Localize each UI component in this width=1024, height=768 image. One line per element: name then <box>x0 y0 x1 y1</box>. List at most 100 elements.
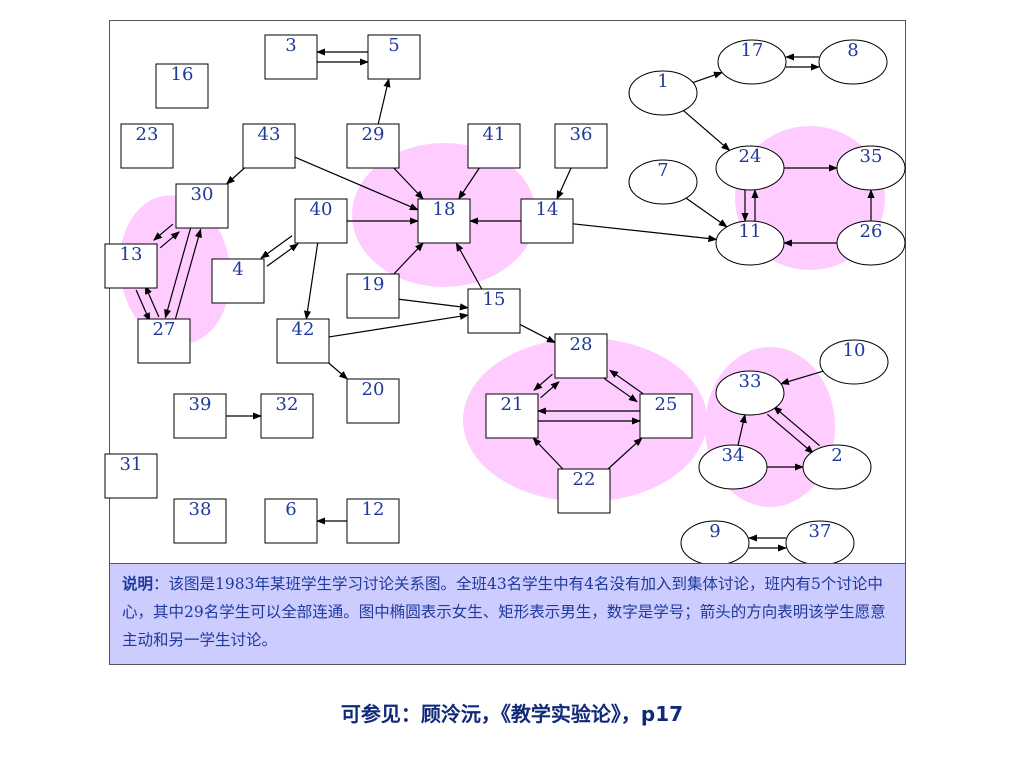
male-student-node-36: 36 <box>554 123 608 169</box>
edge-19-to-18 <box>393 242 424 275</box>
rect-shape <box>104 453 158 499</box>
rect-shape <box>417 198 471 244</box>
rect-shape <box>276 318 330 364</box>
female-student-node-24: 24 <box>715 145 785 191</box>
ellipse-shape <box>819 339 889 385</box>
rect-shape <box>346 273 400 319</box>
edge-19-to-15 <box>398 298 469 311</box>
female-student-node-9: 9 <box>680 520 750 566</box>
rect-shape <box>346 378 400 424</box>
rect-shape <box>554 333 608 379</box>
ellipse-shape <box>698 444 768 490</box>
student-number-label: 1 <box>657 71 668 92</box>
rect-shape <box>467 288 521 334</box>
student-number-label: 5 <box>388 35 399 56</box>
student-number-label: 37 <box>809 521 832 542</box>
rect-shape <box>260 393 314 439</box>
female-student-node-7: 7 <box>628 159 698 205</box>
edge-28-to-21 <box>533 373 553 391</box>
male-student-node-21: 21 <box>485 393 539 439</box>
rect-shape <box>264 498 318 544</box>
rect-shape <box>346 123 400 169</box>
student-number-label: 42 <box>292 319 315 340</box>
rect-shape <box>104 243 158 289</box>
student-number-label: 36 <box>570 124 593 145</box>
female-student-node-11: 11 <box>715 220 785 266</box>
male-student-node-28: 28 <box>554 333 608 379</box>
edge-36-to-14 <box>556 167 572 200</box>
rect-shape <box>264 34 318 80</box>
edge-25-to-28 <box>609 369 644 395</box>
female-student-node-35: 35 <box>836 145 906 191</box>
discussion-center-highlight <box>119 195 231 345</box>
male-student-node-20: 20 <box>346 378 400 424</box>
ellipse-shape <box>715 145 785 191</box>
student-number-label: 20 <box>362 379 385 400</box>
student-number-label: 39 <box>189 394 212 415</box>
female-student-node-34: 34 <box>698 444 768 490</box>
edge-22-to-21 <box>532 437 564 470</box>
ellipse-shape <box>715 370 785 416</box>
male-student-node-13: 13 <box>104 243 158 289</box>
student-number-label: 31 <box>120 454 143 475</box>
student-number-label: 12 <box>362 499 385 520</box>
edge-28-to-25 <box>603 377 638 403</box>
student-number-label: 25 <box>655 394 678 415</box>
ellipse-shape <box>717 39 787 85</box>
ellipse-shape <box>836 145 906 191</box>
rect-shape <box>367 34 421 80</box>
rect-shape <box>120 123 174 169</box>
male-student-node-25: 25 <box>639 393 693 439</box>
male-student-node-29: 29 <box>346 123 400 169</box>
male-student-node-16: 16 <box>155 63 209 109</box>
ellipse-shape <box>802 444 872 490</box>
edge-27-to-13 <box>144 285 160 318</box>
male-student-node-12: 12 <box>346 498 400 544</box>
male-student-node-18: 18 <box>417 198 471 244</box>
male-student-node-39: 39 <box>173 393 227 439</box>
rect-shape <box>467 123 521 169</box>
student-number-label: 26 <box>860 221 883 242</box>
edge-27-to-30 <box>174 228 202 321</box>
student-number-label: 33 <box>739 371 762 392</box>
ellipse-shape <box>628 70 698 116</box>
female-student-node-2: 2 <box>802 444 872 490</box>
edge-40-to-42 <box>303 242 319 320</box>
edge-30-to-13 <box>153 223 174 241</box>
female-student-node-33: 33 <box>715 370 785 416</box>
student-number-label: 35 <box>860 146 883 167</box>
rect-shape <box>294 198 348 244</box>
rect-shape <box>175 183 229 229</box>
student-number-label: 32 <box>276 394 299 415</box>
edge-42-to-15 <box>328 312 469 338</box>
edges <box>135 48 875 552</box>
edge-43-to-30 <box>225 167 245 185</box>
student-number-label: 43 <box>258 124 281 145</box>
student-number-label: 15 <box>483 289 506 310</box>
rect-shape <box>520 198 574 244</box>
female-student-node-8: 8 <box>818 39 888 85</box>
edge-34-to-33 <box>737 413 747 446</box>
rect-shape <box>211 258 265 304</box>
male-student-node-14: 14 <box>520 198 574 244</box>
student-number-label: 19 <box>362 274 385 295</box>
male-student-node-4: 4 <box>211 258 265 304</box>
ellipse-shape <box>836 220 906 266</box>
edge-21-to-28 <box>540 381 560 399</box>
student-number-label: 38 <box>189 499 212 520</box>
male-student-node-42: 42 <box>276 318 330 364</box>
student-number-label: 28 <box>570 334 593 355</box>
student-number-label: 6 <box>285 499 296 520</box>
edge-30-to-27 <box>164 226 192 319</box>
student-number-label: 27 <box>153 319 176 340</box>
student-number-label: 4 <box>232 259 243 280</box>
male-student-node-30: 30 <box>175 183 229 229</box>
note-text: ：该图是1983年某班学生学习讨论关系图。全班43名学生中有4名没有加入到集体讨… <box>122 575 886 649</box>
male-student-node-31: 31 <box>104 453 158 499</box>
male-student-node-38: 38 <box>173 498 227 544</box>
student-number-label: 11 <box>739 221 762 242</box>
student-number-label: 30 <box>191 184 214 205</box>
male-student-node-3: 3 <box>264 34 318 80</box>
ellipse-shape <box>818 39 888 85</box>
